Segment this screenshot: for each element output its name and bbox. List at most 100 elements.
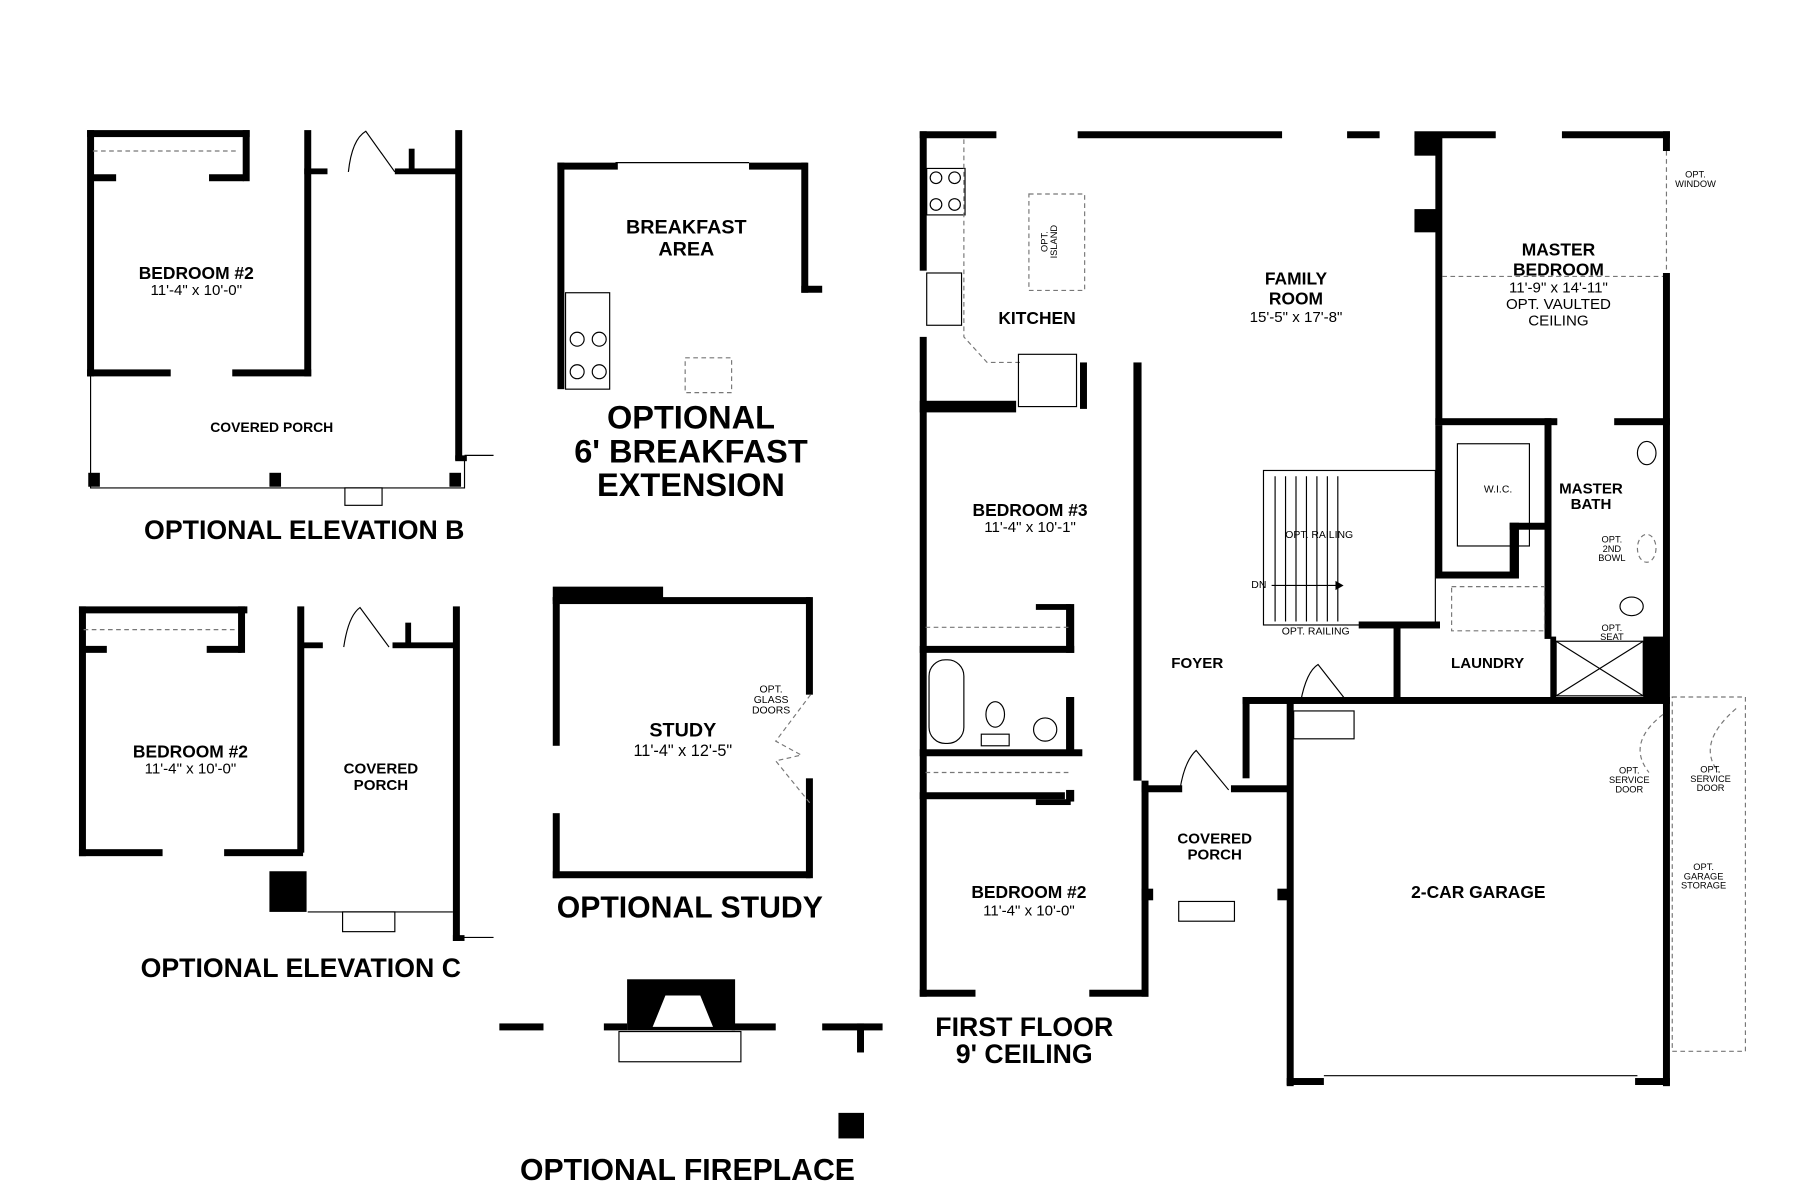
- wall: [919, 336, 927, 997]
- wall: [1230, 785, 1290, 793]
- wall: [394, 168, 459, 175]
- wall: [919, 989, 976, 997]
- room-label-wic: W.I.C.: [1484, 485, 1512, 496]
- opt-service-door-label: SERVICE: [1690, 774, 1731, 784]
- section-title: 6' BREAKFAST: [574, 433, 808, 469]
- room-label-bedroom-2: BEDROOM #2: [971, 882, 1086, 902]
- stairs-down-label: DN: [1251, 580, 1266, 591]
- room-label-bedroom-2: BEDROOM #2: [139, 263, 254, 283]
- wall: [78, 606, 248, 614]
- wall: [209, 174, 244, 182]
- opt-service-door-label: OPT.: [1619, 766, 1640, 776]
- wall: [1089, 989, 1149, 997]
- room-dimension: 15'-5" x 17'-8": [1250, 309, 1343, 326]
- room-label-bedroom-3: BEDROOM #3: [973, 500, 1088, 520]
- wall: [405, 622, 412, 646]
- opt-railing-label: OPT. RAILING: [1285, 530, 1353, 541]
- room-label-covered-porch: PORCH: [1187, 847, 1241, 864]
- wall: [452, 606, 460, 941]
- wall: [1080, 362, 1087, 409]
- wall: [1435, 425, 1443, 577]
- wall: [206, 645, 242, 653]
- section-title: OPTIONAL ELEVATION B: [144, 515, 464, 545]
- wall: [1635, 1078, 1670, 1085]
- opt-glass-doors-label: DOORS: [752, 705, 790, 716]
- room-label-master-bedroom: BEDROOM: [1513, 259, 1604, 279]
- room-label-opt-island: OPT.: [1039, 231, 1049, 252]
- wall: [87, 130, 250, 138]
- room-note: OPT. VAULTED: [1506, 296, 1611, 313]
- room-note: CEILING: [1528, 312, 1588, 329]
- room-label-covered-porch: PORCH: [354, 777, 408, 794]
- wall: [1393, 621, 1401, 701]
- wall: [552, 871, 811, 879]
- wall: [919, 400, 1017, 413]
- wall: [269, 871, 307, 912]
- wall: [78, 849, 163, 857]
- wall: [1544, 418, 1552, 639]
- room-label-covered-porch: COVERED: [344, 761, 419, 778]
- wall: [78, 606, 86, 857]
- wall: [552, 597, 560, 746]
- wall: [455, 130, 463, 461]
- section-title: EXTENSION: [597, 467, 785, 503]
- wall: [304, 168, 328, 175]
- wall: [449, 472, 462, 487]
- opt-seat-label: SEAT: [1600, 632, 1624, 642]
- wall: [232, 369, 312, 377]
- plan-subtitle: 9' CEILING: [956, 1039, 1093, 1069]
- wall: [1662, 131, 1670, 152]
- wall: [1614, 418, 1670, 426]
- section-title: OPTIONAL FIREPLACE: [520, 1154, 855, 1187]
- opt-glass-doors-label: GLASS: [754, 695, 789, 706]
- opt-garage-storage-label: GARAGE: [1684, 871, 1724, 881]
- opt-glass-doors-label: OPT.: [759, 684, 782, 695]
- opt-service-door-label: DOOR: [1697, 783, 1725, 793]
- wall: [603, 1023, 628, 1031]
- wall: [838, 1112, 864, 1139]
- wall: [552, 813, 560, 879]
- wall: [919, 792, 1065, 800]
- wall: [919, 131, 927, 271]
- wall: [1066, 604, 1075, 653]
- wall: [1347, 131, 1380, 139]
- section-title: OPTIONAL STUDY: [557, 892, 823, 925]
- room-dimension: 11'-4" x 10'-0": [150, 282, 242, 299]
- room-dimension: 11'-4" x 12'-5": [633, 742, 732, 760]
- wall: [1242, 696, 1295, 704]
- room-label-breakfast-area: AREA: [658, 239, 714, 261]
- wall: [1435, 571, 1517, 579]
- wall: [1414, 209, 1440, 233]
- room-label-breakfast-area: BREAKFAST: [626, 216, 747, 238]
- room-label-opt-island: ISLAND: [1049, 225, 1059, 259]
- wall: [299, 642, 323, 649]
- plan-title: FIRST FLOOR: [935, 1012, 1113, 1042]
- wall: [731, 1023, 776, 1031]
- wall: [919, 645, 1075, 653]
- opt-window-label: OPT.: [1685, 170, 1706, 180]
- wall: [1414, 131, 1496, 139]
- wall: [81, 645, 107, 653]
- wall: [90, 174, 117, 182]
- room-dimension: 11'-4" x 10'-0": [983, 902, 1075, 919]
- opt-garage-storage-label: STORAGE: [1681, 881, 1726, 891]
- opt-seat-label: OPT.: [1602, 623, 1623, 633]
- room-label-foyer: FOYER: [1171, 655, 1223, 672]
- room-label-laundry: LAUNDRY: [1451, 655, 1524, 672]
- opt-service-door-label: DOOR: [1615, 784, 1643, 794]
- wall: [1035, 799, 1071, 806]
- wall: [87, 369, 171, 377]
- opt-2nd-bowl-label: BOWL: [1598, 553, 1625, 563]
- room-dimension: 11'-4" x 10'-1": [984, 519, 1076, 536]
- wall: [1435, 134, 1443, 426]
- fixtures: [83, 130, 1747, 1077]
- wall: [822, 1023, 883, 1031]
- wall: [1435, 418, 1558, 426]
- opt-2nd-bowl-label: OPT.: [1602, 534, 1623, 544]
- room-label-kitchen: KITCHEN: [998, 308, 1075, 328]
- fireplace-firebox: [652, 995, 714, 1027]
- wall: [805, 778, 813, 879]
- wall: [1133, 362, 1142, 781]
- wall: [805, 597, 813, 695]
